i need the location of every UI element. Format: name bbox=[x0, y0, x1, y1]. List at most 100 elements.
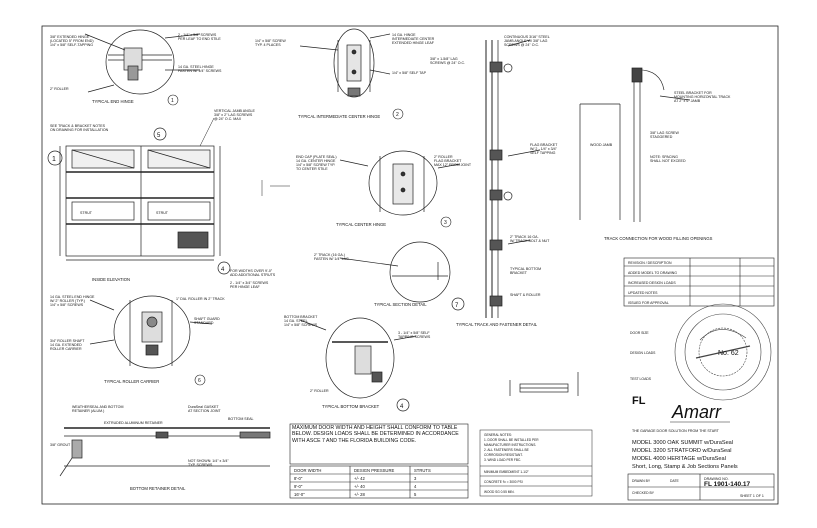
svg-text:14 GA. CENTER HINGE: 14 GA. CENTER HINGE bbox=[296, 159, 336, 163]
table-cell: 16'-0" bbox=[294, 492, 305, 497]
svg-text:BOTTOM BRACKET: BOTTOM BRACKET bbox=[284, 315, 318, 319]
svg-text:2" TRACK 16 GA.: 2" TRACK 16 GA. bbox=[510, 235, 539, 239]
notes-box bbox=[289, 423, 469, 465]
svg-text:CONCRETE f'c = 3000 PSI: CONCRETE f'c = 3000 PSI bbox=[484, 480, 523, 484]
svg-text:3 - 1/4" x 5/8" SELF: 3 - 1/4" x 5/8" SELF bbox=[398, 331, 430, 335]
svg-text:END CAP (PLATE SEAL): END CAP (PLATE SEAL) bbox=[296, 155, 337, 159]
detail-title-bottom-bracket: TYPICAL BOTTOM BRACKET bbox=[322, 404, 380, 409]
svg-text:EXTRUDED ALUMINUM RETAINER: EXTRUDED ALUMINUM RETAINER bbox=[104, 421, 163, 425]
detail-callout-3 bbox=[440, 216, 452, 228]
table-cell: 4 bbox=[414, 484, 417, 489]
brand-logo: Amarr bbox=[671, 402, 722, 422]
detail-title-bottom-retainer: BOTTOM RETAINER DETAIL bbox=[130, 486, 186, 491]
svg-text:MOUNTING HORIZONTAL TRACK: MOUNTING HORIZONTAL TRACK bbox=[674, 95, 731, 99]
seal-block-labels: DOOR SIZE DESIGN LOADS TEST LOADS bbox=[630, 331, 656, 381]
svg-text:PER HINGE LEAF: PER HINGE LEAF bbox=[230, 285, 261, 289]
svg-text:2" ROLLER: 2" ROLLER bbox=[310, 389, 329, 393]
svg-text:AT 2" x 6" JAMB: AT 2" x 6" JAMB bbox=[674, 99, 701, 103]
detail-intermediate-hinge bbox=[299, 28, 391, 98]
notes-bottom-bracket: BOTTOM BRACKET 14 GA. STEEL 1/4" x 5/8" … bbox=[284, 315, 431, 393]
svg-text:SHAFT & ROLLER: SHAFT & ROLLER bbox=[510, 293, 541, 297]
leader-lines bbox=[199, 117, 290, 196]
detail-title-section: TYPICAL SECTION DETAIL bbox=[374, 302, 427, 307]
detail-title-intermediate-hinge: TYPICAL INTERMEDIATE CENTER HINGE bbox=[298, 114, 380, 119]
svg-text:UPDATED NOTES: UPDATED NOTES bbox=[628, 291, 658, 295]
svg-text:CHECKED BY: CHECKED BY bbox=[632, 491, 655, 495]
svg-text:W/ 2 - 1/4" x 3/4": W/ 2 - 1/4" x 3/4" bbox=[530, 147, 558, 151]
svg-text:SHALL NOT EXCEED: SHALL NOT EXCEED bbox=[650, 159, 686, 163]
svg-text:1. DOOR SHALL BE INSTALLED PER: 1. DOOR SHALL BE INSTALLED PER bbox=[484, 438, 539, 442]
svg-text:(LOCATED 5" FROM END): (LOCATED 5" FROM END) bbox=[50, 39, 94, 43]
notes-inside-elevation: SEE TRACK & BRACKET NOTES ON DRAWING FOR… bbox=[50, 109, 276, 301]
fine-print bbox=[479, 429, 593, 497]
svg-text:EXTENDED HINGE LEAF: EXTENDED HINGE LEAF bbox=[392, 41, 435, 45]
svg-text:3/8" GROUT: 3/8" GROUT bbox=[50, 443, 71, 447]
svg-text:ON DRAWING FOR INSTALLATION: ON DRAWING FOR INSTALLATION bbox=[50, 128, 109, 132]
table-cell: 8'-0" bbox=[294, 476, 303, 481]
table-header: DOOR WIDTH bbox=[294, 468, 321, 473]
engineer-seal bbox=[674, 303, 772, 401]
sheet-border bbox=[41, 25, 779, 505]
svg-text:STAGGERED: STAGGERED bbox=[650, 135, 673, 139]
detail-callout-5 bbox=[153, 127, 167, 141]
svg-text:SEE TRACK & BRACKET NOTES: SEE TRACK & BRACKET NOTES bbox=[50, 124, 106, 128]
svg-text:2" ROLLER: 2" ROLLER bbox=[50, 87, 69, 91]
detail-roller-carrier bbox=[89, 295, 213, 369]
detail-end-hinge bbox=[84, 29, 201, 95]
svg-text:INTERMEDIATE CENTER: INTERMEDIATE CENTER bbox=[392, 37, 435, 41]
svg-text:INCREASED DESIGN LOADS: INCREASED DESIGN LOADS bbox=[628, 281, 676, 285]
svg-text:NOTE: SPACING: NOTE: SPACING bbox=[650, 155, 678, 159]
notes-bottom-retainer: WEATHERSEAL AND BOTTOM RETAINER (ALUM.) … bbox=[50, 405, 254, 467]
callout-number: 1 bbox=[171, 98, 174, 104]
svg-text:3/4" ROLLER SHAFT: 3/4" ROLLER SHAFT bbox=[50, 339, 85, 343]
svg-text:DOOR SIZE: DOOR SIZE bbox=[630, 331, 649, 335]
sheet-number: SHEET 1 OF 1 bbox=[740, 494, 764, 498]
svg-text:ADDED MODEL TO DRAWING: ADDED MODEL TO DRAWING bbox=[628, 271, 677, 275]
svg-text:14 GA. HINGE: 14 GA. HINGE bbox=[392, 33, 416, 37]
svg-text:WOOD JAMB: WOOD JAMB bbox=[590, 143, 613, 147]
detail-callout-1b bbox=[47, 150, 63, 166]
svg-text:TO CENTER STILE: TO CENTER STILE bbox=[296, 167, 328, 171]
notes-center-hinge: 14 GA. HINGE INTERMEDIATE CENTER EXTENDE… bbox=[255, 33, 435, 75]
svg-text:AT SECTION JOINT: AT SECTION JOINT bbox=[188, 409, 221, 413]
svg-text:3. WIND LOAD PER FBC.: 3. WIND LOAD PER FBC. bbox=[484, 458, 521, 462]
load-table bbox=[289, 465, 469, 499]
svg-text:SHAFT GUARD: SHAFT GUARD bbox=[194, 317, 220, 321]
detail-typical-center-hinge bbox=[339, 150, 461, 216]
svg-text:2" ROLLER: 2" ROLLER bbox=[434, 155, 453, 159]
svg-text:DESIGN LOADS: DESIGN LOADS bbox=[630, 351, 656, 355]
svg-text:NOT SHOWN: 1/4" x 3/4": NOT SHOWN: 1/4" x 3/4" bbox=[188, 459, 229, 463]
table-cell: 9'-0" bbox=[294, 484, 303, 489]
table-cell: 3 bbox=[414, 476, 417, 481]
detail-section bbox=[339, 241, 451, 303]
detail-callout-4 bbox=[217, 261, 231, 275]
svg-text:1/4" x 5/8" SCREWS: 1/4" x 5/8" SCREWS bbox=[50, 303, 84, 307]
svg-text:FOR WIDTHS OVER 9'-0": FOR WIDTHS OVER 9'-0" bbox=[230, 269, 273, 273]
detail-callout-2 bbox=[392, 108, 404, 120]
table-cell: 5 bbox=[414, 492, 417, 497]
callout-number: 6 bbox=[198, 378, 201, 384]
notes-end-hinge: 3/8" EXTENDED HINGE (LOCATED 5" FROM END… bbox=[50, 33, 222, 91]
table-cell: +/- 28 bbox=[354, 492, 365, 497]
notes-roller-carrier: 14 GA. STEEL END HINGE W/ 2" ROLLER (TYP… bbox=[50, 295, 220, 351]
svg-text:2. ALL FASTENERS SHALL BE: 2. ALL FASTENERS SHALL BE bbox=[484, 448, 529, 452]
svg-text:GENERAL NOTES:: GENERAL NOTES: bbox=[484, 433, 512, 437]
svg-text:14 GA. EXTENDED: 14 GA. EXTENDED bbox=[50, 343, 82, 347]
svg-text:BRACKET: BRACKET bbox=[510, 271, 528, 275]
svg-text:MINIMUM EMBEDMENT 1-1/2": MINIMUM EMBEDMENT 1-1/2" bbox=[484, 470, 529, 474]
svg-text:MANUFACTURER INSTRUCTIONS.: MANUFACTURER INSTRUCTIONS. bbox=[484, 443, 536, 447]
svg-text:1/4" x 5/8" SELF-TAPPING: 1/4" x 5/8" SELF-TAPPING bbox=[50, 43, 93, 47]
svg-text:CONTINUOUS 3/16" STEEL: CONTINUOUS 3/16" STEEL bbox=[504, 35, 550, 39]
svg-text:2" TRACK (16 GA.): 2" TRACK (16 GA.) bbox=[314, 253, 345, 257]
title-block bbox=[627, 473, 775, 501]
svg-text:STEEL BRACKET FOR: STEEL BRACKET FOR bbox=[674, 91, 712, 95]
detail-track-fastener bbox=[485, 39, 541, 318]
detail-callout-6 bbox=[194, 374, 206, 386]
detail-track-connection bbox=[579, 67, 691, 222]
inside-elevation bbox=[59, 145, 221, 261]
svg-text:2 - 1/4" x 3/4" SCREWS: 2 - 1/4" x 3/4" SCREWS bbox=[230, 281, 269, 285]
svg-text:STANDARD: STANDARD bbox=[194, 321, 214, 325]
svg-text:DuraSeal GASKET: DuraSeal GASKET bbox=[188, 405, 219, 409]
svg-text:FASTEN W/ 1/4" SCREWS: FASTEN W/ 1/4" SCREWS bbox=[178, 69, 222, 73]
